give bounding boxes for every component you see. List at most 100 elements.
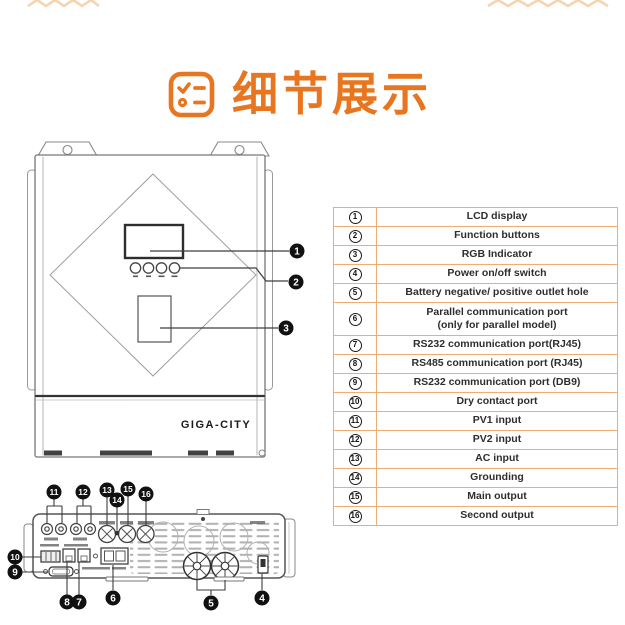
circled-number: 9	[348, 376, 362, 390]
rgb-indicator	[137, 295, 172, 343]
svg-text:2: 2	[293, 278, 299, 289]
part-number-cell: 16	[333, 506, 377, 526]
brand-label: GIGA-CITY	[181, 419, 251, 431]
part-number-cell: 7	[333, 335, 377, 355]
callout-badge-4: 4	[254, 590, 270, 606]
circled-number: 1	[348, 210, 362, 224]
part-number-cell: 2	[333, 226, 377, 246]
callout-badge-16: 16	[138, 486, 154, 502]
svg-text:8: 8	[64, 598, 70, 609]
function-buttons	[129, 262, 181, 274]
callout-badge-11: 11	[46, 484, 62, 500]
table-row: 7 RS232 communication port(RJ45)	[333, 335, 618, 355]
part-number-cell: 3	[333, 245, 377, 265]
svg-text:15: 15	[123, 484, 133, 494]
power-switch	[257, 555, 269, 574]
circled-number: 13	[348, 452, 362, 466]
circled-number: 12	[348, 433, 362, 447]
part-number-cell: 8	[333, 354, 377, 374]
parallel-port	[100, 547, 129, 565]
callout-badge-6: 6	[105, 590, 121, 606]
part-label: Parallel communication port (only for pa…	[376, 302, 618, 336]
circled-number: 8	[348, 357, 362, 371]
svg-text:16: 16	[141, 489, 151, 499]
section-title: 细节展示	[232, 67, 432, 121]
section-header: 细节展示	[168, 70, 432, 118]
circled-number: 7	[348, 338, 362, 352]
circled-number: 11	[348, 414, 362, 428]
circled-number: 2	[348, 229, 362, 243]
svg-text:7: 7	[76, 598, 82, 609]
part-label: RS485 communication port (RJ45)	[376, 354, 618, 374]
callout-badge-12: 12	[75, 484, 91, 500]
svg-text:3: 3	[283, 324, 289, 335]
part-number-cell: 14	[333, 468, 377, 488]
svg-text:14: 14	[112, 495, 122, 505]
bottom-view-diagram	[23, 509, 296, 582]
circled-number: 16	[348, 509, 362, 523]
part-label: Function buttons	[376, 226, 618, 246]
diamond-accent	[49, 173, 257, 377]
circled-number: 5	[348, 286, 362, 300]
part-label: RGB Indicator	[376, 245, 618, 265]
callout-badge-5: 5	[203, 595, 219, 611]
svg-text:1: 1	[294, 247, 300, 258]
part-label-line1: Parallel communication port	[426, 305, 568, 318]
callout-badge-14: 14	[109, 492, 125, 508]
svg-text:10: 10	[10, 552, 20, 562]
part-number-cell: 10	[333, 392, 377, 412]
part-number-cell: 13	[333, 449, 377, 469]
part-label: PV1 input	[376, 411, 618, 431]
part-number-cell: 4	[333, 264, 377, 284]
part-label: RS232 communication port (DB9)	[376, 373, 618, 393]
part-label: PV2 input	[376, 430, 618, 450]
table-row: 2 Function buttons	[333, 226, 618, 246]
dry-contact-port	[40, 550, 61, 563]
callout-badge-15: 15	[120, 481, 136, 497]
svg-text:6: 6	[110, 594, 116, 605]
table-row: 5 Battery negative/ positive outlet hole	[333, 283, 618, 303]
table-row: 14 Grounding	[333, 468, 618, 488]
part-label: Battery negative/ positive outlet hole	[376, 283, 618, 303]
part-number-cell: 1	[333, 207, 377, 227]
circled-number: 14	[348, 471, 362, 485]
vent-grille	[130, 519, 279, 574]
part-label: Main output	[376, 487, 618, 507]
table-row: 10 Dry contact port	[333, 392, 618, 412]
front-view-diagram: GIGA-CITY	[27, 141, 273, 458]
circled-number: 3	[348, 248, 362, 262]
table-row: 8 RS485 communication port (RJ45)	[333, 354, 618, 374]
pv-connectors	[40, 522, 97, 536]
top-zigzag-decoration	[27, 0, 609, 8]
table-row: 16 Second output	[333, 506, 618, 526]
part-number-cell: 5	[333, 283, 377, 303]
callout-badge-13: 13	[99, 482, 115, 498]
svg-text:13: 13	[102, 485, 112, 495]
part-label: LCD display	[376, 207, 618, 227]
part-label: Power on/off switch	[376, 264, 618, 284]
part-label: Second output	[376, 506, 618, 526]
circled-number: 4	[348, 267, 362, 281]
svg-text:11: 11	[50, 487, 59, 497]
circled-number: 15	[348, 490, 362, 504]
part-label-line2: (only for parallel model)	[437, 319, 557, 331]
part-number-cell: 9	[333, 373, 377, 393]
part-label: Grounding	[376, 468, 618, 488]
callout-badge-3: 3	[278, 320, 294, 336]
part-label: RS232 communication port(RJ45)	[376, 335, 618, 355]
callout-badge-2: 2	[288, 274, 304, 290]
svg-text:12: 12	[78, 487, 88, 497]
table-row: 6 Parallel communication port (only for …	[333, 302, 618, 336]
checklist-icon	[168, 71, 215, 117]
callout-badge-9: 9	[7, 564, 23, 580]
part-label: AC input	[376, 449, 618, 469]
table-row: 15 Main output	[333, 487, 618, 507]
svg-text:9: 9	[12, 568, 18, 579]
table-row: 13 AC input	[333, 449, 618, 469]
circled-number: 6	[348, 312, 362, 326]
circled-number: 10	[348, 395, 362, 409]
callout-badge-8: 8	[59, 594, 75, 610]
svg-text:4: 4	[259, 594, 265, 605]
